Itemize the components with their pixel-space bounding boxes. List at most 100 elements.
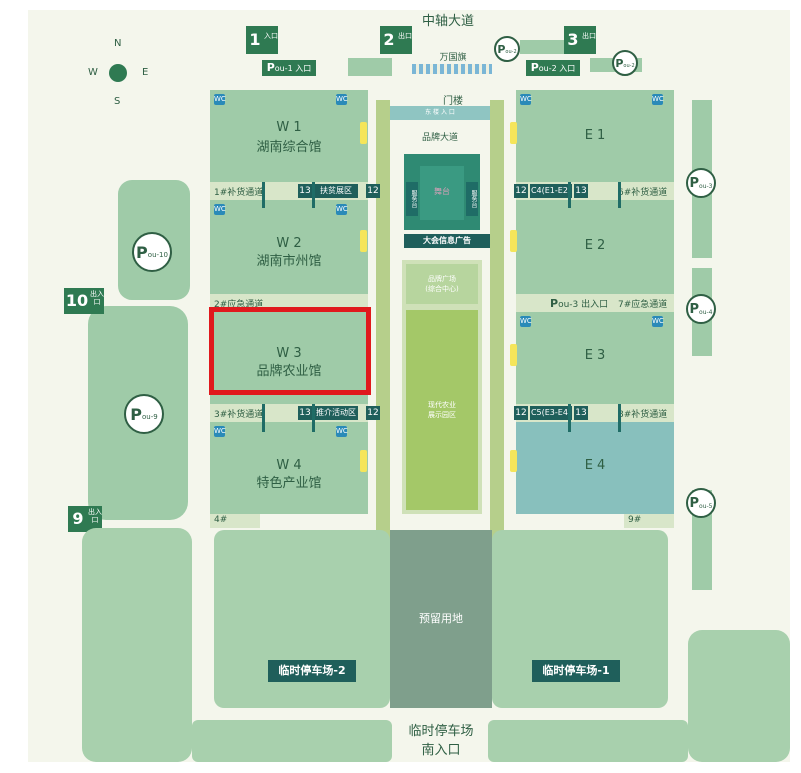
parking-ou2-entrance: Pou-2 入口 xyxy=(526,60,580,76)
corridor-e3: 12 C5(E3-E4) 13 8#补货通道 xyxy=(514,404,674,422)
compass-w: W xyxy=(88,67,98,78)
corridor-e2-label: 7#应急通道 xyxy=(618,300,668,310)
w1-12: 12 xyxy=(366,184,380,198)
corridor-w1-13: 13 xyxy=(298,184,312,198)
info-marker-icon xyxy=(360,230,367,252)
corridor-w1-label: 1#补货通道 xyxy=(214,188,264,198)
reserved-land: 预留用地 xyxy=(390,530,492,708)
e-divider-4 xyxy=(618,404,621,432)
parking-ou1-entrance: Pou-1 入口 xyxy=(262,60,316,76)
hall-e2[interactable]: E 2 xyxy=(516,200,674,294)
modern-ag-zone: 现代农业 展示园区 xyxy=(406,310,478,510)
brand-square-sub: (综合中心) xyxy=(425,285,459,293)
corridor-w1: 1#补货通道 13 扶贫展区 xyxy=(210,182,368,200)
hall-w1[interactable]: W 1 湖南综合馆 xyxy=(210,90,368,182)
corridor-w4-label: 4# xyxy=(214,515,228,525)
gate-1-number: 1 xyxy=(246,26,264,54)
flags-icon xyxy=(412,64,492,74)
gate-10-number: 10 xyxy=(64,288,90,314)
e-divider-1 xyxy=(568,182,571,208)
south-west-strip xyxy=(192,720,392,762)
wc-icon: WC xyxy=(520,94,532,105)
wc-icon: WC xyxy=(214,204,226,215)
corridor-e1: 12 C4(E1-E2) 13 6#补货通道 xyxy=(514,182,674,200)
hall-w3-name: 品牌农业馆 xyxy=(256,364,322,379)
gate-2-sub: 出口 xyxy=(398,26,412,54)
poverty-zone: 扶贫展区 xyxy=(314,184,358,198)
hall-w3[interactable]: W 3 品牌农业馆 xyxy=(210,312,368,404)
north-road-label: 中轴大道 xyxy=(421,14,474,29)
e-divider-3 xyxy=(568,404,571,432)
corridor-e4-label: 9# xyxy=(628,515,642,525)
gatehouse-entrance: 东 楼 入 口 xyxy=(390,106,490,120)
gate-3: 3 出口 xyxy=(564,26,596,54)
service-desk-right: 服务台 xyxy=(466,182,478,216)
east-south-lot xyxy=(688,630,790,762)
e-divider-2 xyxy=(618,182,621,208)
compass-icon xyxy=(109,64,127,82)
avenue-left-strip xyxy=(376,100,390,540)
e3-13: 13 xyxy=(574,406,588,420)
wc-icon: WC xyxy=(336,94,348,105)
south-gate-label: 南入口 xyxy=(421,743,461,758)
info-marker-icon xyxy=(360,450,367,472)
wc-icon: WC xyxy=(652,316,664,327)
stage-label: 舞台 xyxy=(434,187,450,196)
gate-10: 10 出入口 xyxy=(64,288,104,314)
hall-w2[interactable]: W 2 湖南市州馆 xyxy=(210,200,368,294)
temp-lot-1-label: 临时停车场-1 xyxy=(532,660,620,682)
gate-9-sub: 出入口 xyxy=(88,506,102,532)
gate-2: 2 出口 xyxy=(380,26,412,54)
hall-e1-code: E 1 xyxy=(584,128,606,143)
gate-9: 9 出入口 xyxy=(68,506,102,532)
c5-zone: C5(E3-E4) xyxy=(530,406,572,420)
corridor-w3-13: 13 xyxy=(298,406,312,420)
hall-e4[interactable]: E 4 xyxy=(516,422,674,514)
corridor-w4: 4# xyxy=(210,514,260,528)
flags-label: 万国旗 xyxy=(439,53,467,63)
hall-e2-code: E 2 xyxy=(584,238,606,253)
hall-w4-code: W 4 xyxy=(276,458,302,473)
parking-ou2-strip xyxy=(520,40,564,54)
hall-w4[interactable]: W 4 特色产业馆 xyxy=(210,422,368,514)
wc-icon: WC xyxy=(214,426,226,437)
gate-9-number: 9 xyxy=(68,506,88,532)
gatehouse-label: 门楼 xyxy=(443,96,463,107)
corridor-e4: 9# xyxy=(624,514,674,528)
hall-w1-code: W 1 xyxy=(276,120,302,135)
parking-ou3-entrance: Pou-3 出入口 xyxy=(550,297,609,310)
w-divider-1 xyxy=(262,182,265,208)
corridor-e2: Pou-3 出入口 7#应急通道 xyxy=(516,294,674,312)
compass: N S W E xyxy=(88,38,148,108)
highlight-w3 xyxy=(209,307,371,395)
south-east-strip xyxy=(488,720,688,762)
compass-n: N xyxy=(114,38,122,49)
gate-1: 1 入口 xyxy=(246,26,278,54)
info-marker-icon xyxy=(360,122,367,144)
wc-icon: WC xyxy=(336,204,348,215)
hall-e1[interactable]: E 1 xyxy=(516,90,674,182)
brand-avenue-label: 品牌大道 xyxy=(421,133,458,143)
e3-12: 12 xyxy=(514,406,528,420)
central-plaza: 舞台 服务台 服务台 xyxy=(404,154,480,230)
stage-area xyxy=(420,166,464,220)
hall-w2-name: 湖南市州馆 xyxy=(256,254,322,269)
info-marker-icon xyxy=(510,344,517,366)
gate-3-sub: 出口 xyxy=(582,26,596,54)
compass-e: E xyxy=(142,67,149,78)
brand-square-area: 品牌广场 (综合中心) 现代农业 展示园区 xyxy=(402,260,482,514)
west-south-lot xyxy=(82,528,192,762)
c4-zone: C4(E1-E2) xyxy=(530,184,572,198)
info-ad-banner: 大会信息广告 xyxy=(404,234,490,248)
w-divider-2 xyxy=(312,182,315,208)
w3-12: 12 xyxy=(366,406,380,420)
hall-e3[interactable]: E 3 xyxy=(516,312,674,404)
gate-1-sub: 入口 xyxy=(264,26,278,54)
